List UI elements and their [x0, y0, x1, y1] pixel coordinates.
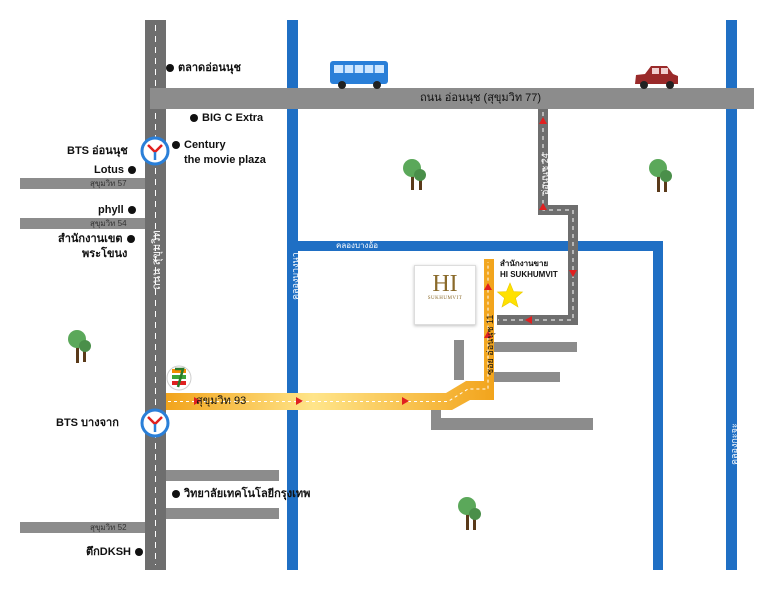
canal-inner-vertical	[653, 241, 663, 570]
station-onnut: BTS อ่อนนุช	[67, 145, 128, 157]
road-label-soi-24: อ่อนนุช 24	[540, 153, 550, 195]
seven-eleven-icon	[166, 365, 192, 391]
canal-mid-vertical	[287, 20, 298, 570]
side-soi-1	[454, 340, 464, 380]
road-label-soi-57: สุขุมวิท 57	[90, 179, 127, 188]
college-road-bottom	[166, 508, 279, 519]
road-label-sukhumvit-93: สุขุมวิท 93	[196, 395, 247, 407]
tree-icon	[68, 330, 91, 363]
car-icon	[635, 66, 678, 89]
bts-bangchak-logo-icon	[140, 408, 170, 438]
place-century: Century	[168, 139, 226, 152]
soi-54-road	[20, 218, 148, 229]
place-district-office-sub: พระโขนง	[82, 248, 128, 260]
bus-icon	[330, 61, 388, 89]
place-bigc: BIG C Extra	[186, 112, 263, 125]
onnut-road	[150, 88, 754, 109]
road-label-canal-right: คลองกะจะ	[729, 423, 739, 465]
place-dksh: ตึกDKSH	[86, 546, 147, 559]
destination-star-icon	[496, 282, 524, 308]
soi-57-road	[20, 178, 148, 189]
place-district-office: สำนักงานเขต	[58, 233, 139, 246]
side-soi-3	[494, 372, 560, 382]
place-lotus: Lotus	[94, 164, 140, 177]
station-bangchak: BTS บางจาก	[56, 417, 119, 429]
hotel-label-thai: สำนักงานขาย	[500, 259, 549, 268]
tree-icon	[458, 497, 481, 530]
hotel-label-en: HI SUKHUMVIT	[500, 270, 558, 279]
soi-52-road	[20, 522, 148, 533]
road-label-canal-mid: คลองบางนา	[290, 252, 300, 300]
logo-sub-text: SUKHUMVIT	[427, 296, 463, 301]
college-road-top	[166, 470, 279, 481]
canal-horizontal	[298, 241, 662, 251]
place-century-sub: the movie plaza	[184, 154, 266, 166]
bts-onnut-logo-icon	[140, 136, 170, 166]
side-soi-2	[494, 342, 577, 352]
place-phyll: phyll	[98, 204, 140, 217]
logo-main-text: HI	[432, 271, 458, 297]
tree-icon	[403, 159, 426, 190]
side-soi-4	[431, 398, 441, 430]
route-sukhumvit-93	[166, 259, 494, 410]
side-soi-5	[431, 418, 593, 430]
road-label-soi-52: สุขุมวิท 52	[90, 523, 127, 532]
hotel-logo: HI SUKHUMVIT	[414, 265, 476, 325]
place-college: วิทยาลัยเทคโนโลยีกรุงเทพ	[168, 488, 310, 501]
place-talad: ตลาดอ่อนนุช	[162, 62, 241, 75]
road-label-canal-top: คลองบางอ้อ	[336, 241, 379, 250]
route-arrows	[194, 117, 577, 405]
road-label-onnut: ถนน อ่อนนุช (สุขุมวิท 77)	[420, 92, 542, 104]
road-label-soi-11: ซอย อ่อนนุช 11	[485, 314, 495, 375]
road-label-sukhumvit: ถนน สุขุมวิท	[151, 230, 163, 290]
tree-icon	[649, 159, 672, 192]
road-label-soi-54: สุขุมวิท 54	[90, 219, 127, 228]
canal-right-vertical	[726, 20, 737, 570]
